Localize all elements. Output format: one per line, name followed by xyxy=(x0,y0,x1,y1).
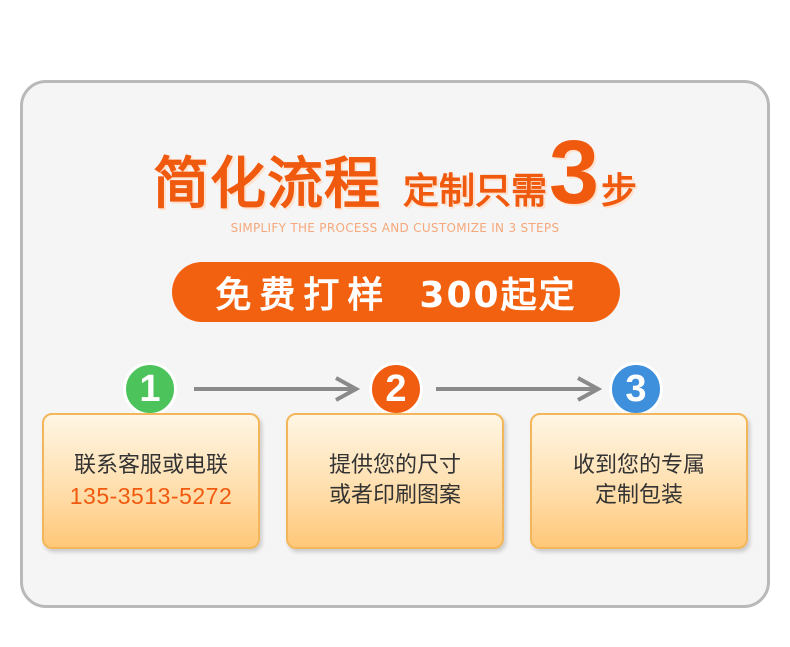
step-2-text-line2: 或者印刷图案 xyxy=(328,483,461,508)
step-1-badge: 1 xyxy=(123,362,177,416)
right-arrow-icon xyxy=(194,376,360,402)
right-arrow-icon xyxy=(436,376,602,402)
step-2-card: 提供您的尺寸 或者印刷图案 xyxy=(286,413,504,549)
step-1-text: 联系客服或电联 xyxy=(73,453,228,478)
phone-number: 135-3513-5272 xyxy=(69,483,233,509)
page-title: 简化流程 定制只需 3 步 xyxy=(0,123,790,223)
promo-free-sample: 免费打样 xyxy=(215,275,392,316)
step-3-card: 收到您的专属 定制包装 xyxy=(530,413,748,549)
promo-min-order: 300起定 xyxy=(419,275,577,316)
step-2-badge: 2 xyxy=(369,362,423,416)
promo-banner: 免费打样 300起定 xyxy=(172,262,620,322)
step-3-text-line1: 收到您的专属 xyxy=(572,453,705,478)
step-3-text-line2: 定制包装 xyxy=(594,483,683,508)
step-3-badge: 3 xyxy=(609,362,663,416)
title-part2: 步 xyxy=(601,171,638,212)
title-main: 简化流程 xyxy=(152,152,381,217)
subtitle: SIMPLIFY THE PROCESS AND CUSTOMIZE IN 3 … xyxy=(230,221,560,235)
step-1-card: 联系客服或电联 135-3513-5272 xyxy=(42,413,260,549)
step-2-text-line1: 提供您的尺寸 xyxy=(328,453,461,478)
title-number: 3 xyxy=(548,123,600,223)
title-part1: 定制只需 xyxy=(402,171,547,212)
